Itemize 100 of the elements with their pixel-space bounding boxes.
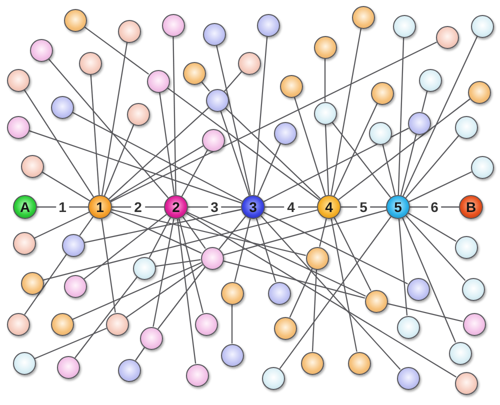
node-label: 2 [172,200,180,214]
connection-line [186,212,456,378]
network-node [274,316,296,340]
connection-line [186,212,366,297]
network-node [64,274,86,298]
connection-line [330,218,358,352]
connection-line [218,216,246,250]
network-node [12,352,36,374]
edge-label: 4 [284,200,298,214]
connection-line [406,216,466,281]
connection-line [398,37,404,196]
edge-label: 1 [56,200,70,214]
connection-line [334,103,378,196]
network-node [280,74,302,98]
node-label: A [20,200,30,214]
network-node [454,116,478,138]
connection-line [400,134,417,196]
network-node [368,122,392,144]
network-node [20,272,44,294]
connection-line [253,36,268,196]
connection-line [166,87,320,200]
connection-line [110,145,204,202]
network-node [186,364,208,386]
connection-line [408,212,456,242]
network-node [118,358,140,382]
connection-line [72,112,243,202]
connection-line [112,209,306,256]
connection-line [405,135,460,198]
network-node [56,356,80,378]
connection-line [110,211,202,254]
connection-line [222,210,387,256]
connection-line [110,42,437,202]
connection-line [74,276,138,358]
network-node [238,52,260,74]
connection-line [398,218,408,316]
connection-line [148,217,171,258]
connection-line [181,150,208,197]
network-node [268,282,290,304]
connection-line [338,98,470,200]
connection-line [84,26,150,75]
network-node [262,366,284,390]
connection-line [104,124,134,196]
network-node [6,116,30,138]
edge-label: 5 [356,200,370,214]
connection-line [42,171,90,202]
hub-node [386,195,410,219]
network-node [436,26,458,48]
connection-line [24,254,67,315]
connection-line [334,217,372,291]
network-node [6,312,30,336]
network-node [256,14,280,36]
connection-line [402,36,478,196]
network-node [408,112,430,134]
connection-line [172,36,176,195]
network-node [220,344,244,366]
network-node [454,236,478,258]
connection-line [220,110,250,196]
network-node [50,96,74,118]
hub-node [88,195,112,219]
connection-line [84,208,242,244]
connection-line [159,92,175,196]
network-node [462,312,486,336]
network-node [140,326,162,350]
connection-line [182,216,206,249]
connection-line [101,218,116,313]
network-node [448,342,472,364]
network-node [200,246,224,270]
connection-line [126,264,203,318]
network-node [146,70,170,92]
network-node [352,6,374,28]
connection-line [84,214,167,280]
connection-line [34,212,90,239]
connection-line [324,58,326,102]
connection-line [79,216,94,236]
connection-line [257,143,281,196]
network-node [306,246,328,270]
network-node [274,122,296,144]
network-node [182,62,206,84]
network-node [396,316,420,338]
network-node [396,366,420,390]
network-node [314,102,336,124]
node-label: 5 [394,200,402,214]
connection-line [231,304,233,344]
hub-node [13,195,37,219]
connection-line [152,218,174,327]
connection-line [256,218,276,282]
edge-label: 2 [131,200,145,214]
connection-line [234,218,251,282]
node-label: 4 [325,200,333,214]
network-node [462,278,484,300]
network-node [300,352,324,374]
connection-line [158,266,206,330]
network-node [392,14,416,38]
hub-node [241,195,265,219]
network-node [314,36,336,58]
connection-line [34,328,107,360]
connection-line [155,259,201,267]
network-node [20,154,44,178]
network-node [220,282,244,304]
network-node [370,82,394,104]
